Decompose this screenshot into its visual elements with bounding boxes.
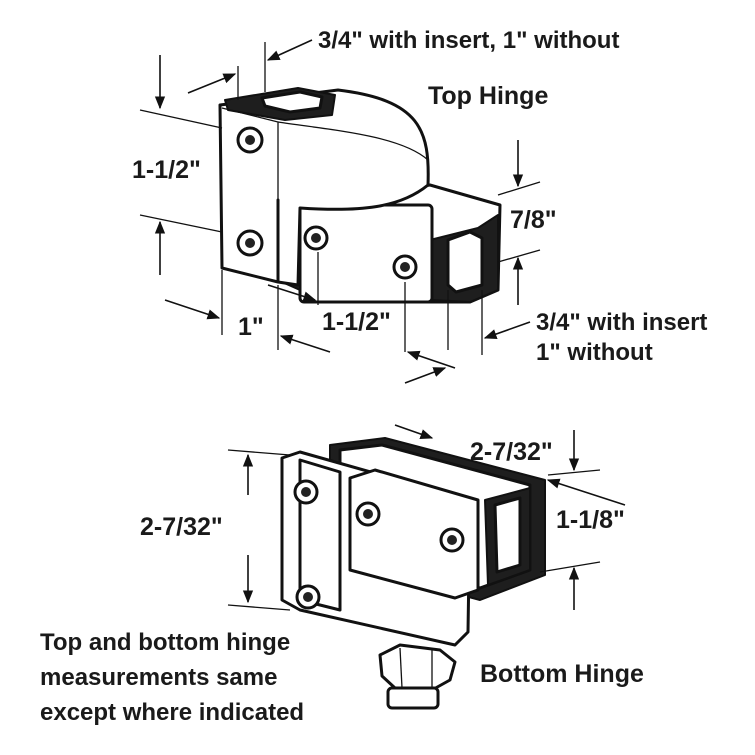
measurement-note: Top and bottom hinge measurements same e… [40,629,304,726]
top-dim-base-left: 1" [164,270,331,353]
note-line-1: Top and bottom hinge [40,629,290,656]
bottom-hinge-drawing: 2-7/32" 2-7/32" 1-1/8" Bottom Hinge [140,424,644,710]
top-hinge-title: Top Hinge [428,82,548,110]
top-base-mid-label: 1-1/2" [322,308,391,336]
top-dim-height-left: 1-1/2" [132,55,223,275]
top-hinge-right-clamp [298,183,502,304]
top-depth-right-label: 7/8" [510,206,557,234]
top-dim-right-slot: 3/4" with insert 1" without [404,290,707,384]
bottom-hinge-front-plate [348,468,480,600]
top-dim-depth-right: 7/8" [497,140,557,305]
top-base-left-label: 1" [238,313,264,341]
note-line-2: measurements same [40,664,277,691]
top-dim-slot-width: 3/4" with insert, 1" without [187,27,619,100]
top-slot-width-label: 3/4" with insert, 1" without [318,27,619,54]
bottom-left-height-label: 2-7/32" [140,513,223,541]
bottom-dim-top-width: 2-7/32" [394,424,626,506]
top-right-slot-label-line2: 1" without [536,339,653,366]
bottom-right-depth-label: 1-1/8" [556,506,625,534]
bottom-dim-left-height: 2-7/32" [140,449,291,611]
top-hinge-main-body [218,87,430,287]
bottom-dim-right-depth: 1-1/8" [539,430,625,610]
top-height-left-label: 1-1/2" [132,156,201,184]
bottom-top-width-label: 2-7/32" [470,438,553,466]
note-line-3: except where indicated [40,699,304,726]
bottom-hinge-title: Bottom Hinge [480,660,644,688]
top-dim-base-mid: 1-1/2" [267,252,456,369]
top-right-slot-label-line1: 3/4" with insert [536,309,707,336]
top-hinge-drawing: 3/4" with insert, 1" without Top Hinge 1… [132,27,707,384]
